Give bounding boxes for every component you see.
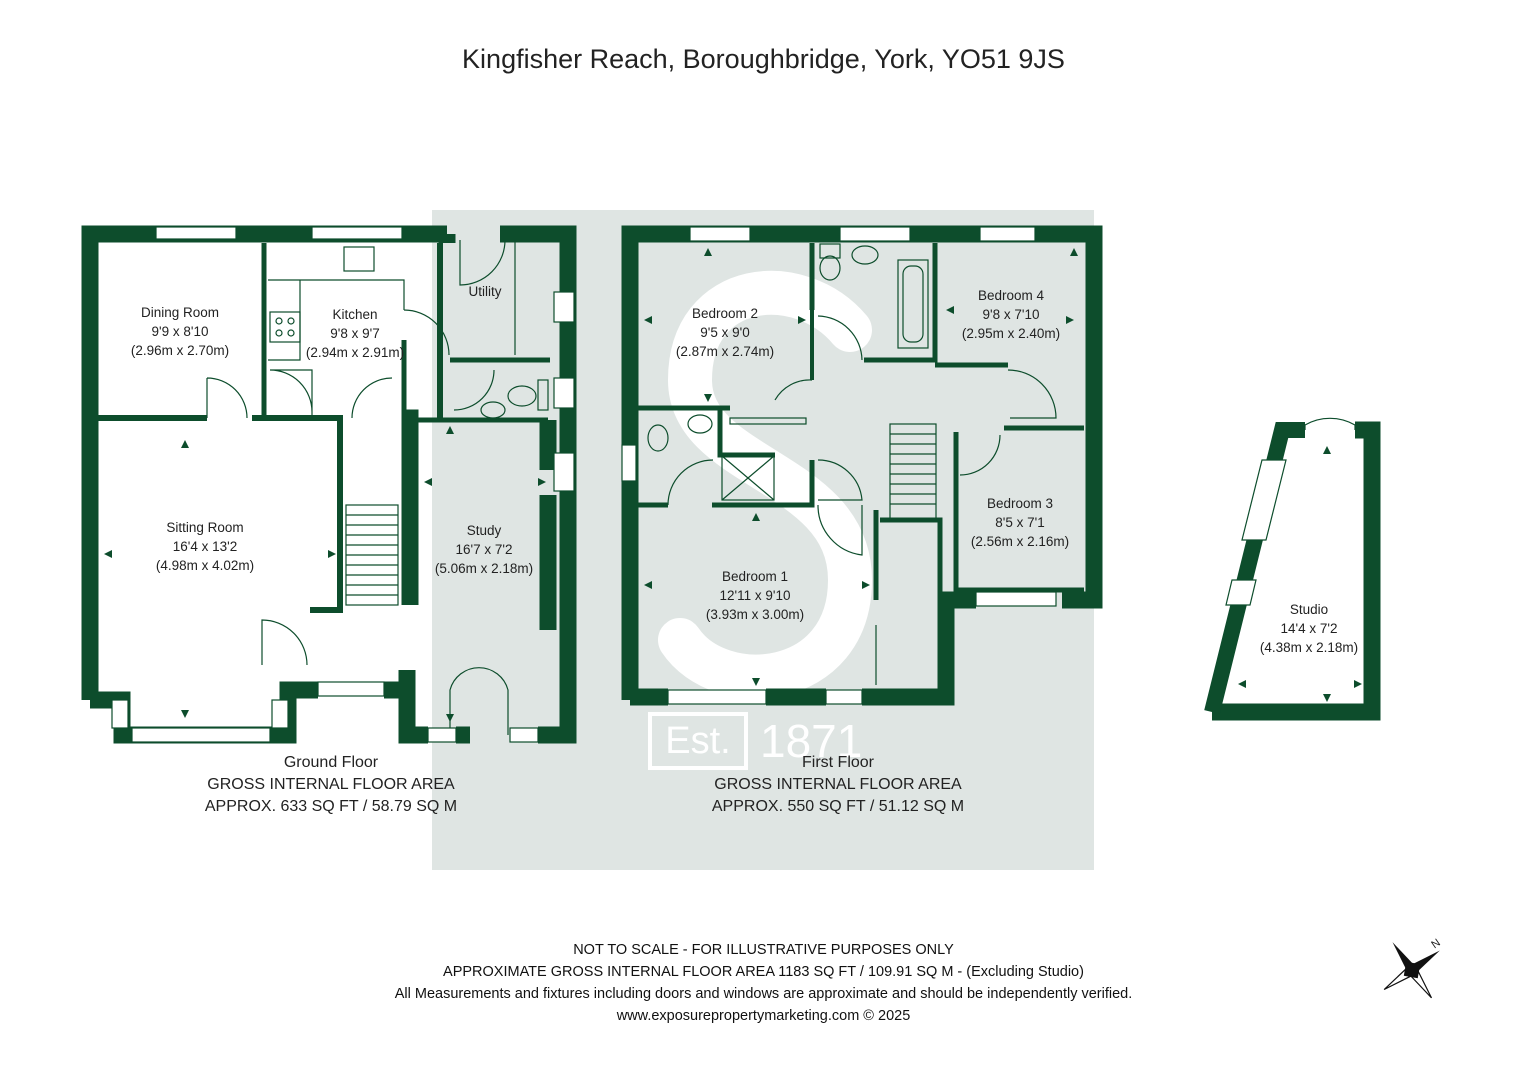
watermark-est: Est. (648, 712, 748, 770)
room-label-sitting: Sitting Room 16'4 x 13'2 (4.98m x 4.02m) (155, 520, 255, 573)
room-label-kitchen: Kitchen 9'8 x 9'7 (2.94m x 2.91m) (305, 307, 405, 360)
first-floor-caption: First Floor GROSS INTERNAL FLOOR AREA AP… (711, 754, 965, 815)
footer-not-to-scale: NOT TO SCALE - FOR ILLUSTRATIVE PURPOSES… (573, 942, 954, 958)
room-label-utility: Utility (468, 284, 502, 299)
dimension-markers (104, 248, 1362, 722)
first-floor-plan (621, 225, 1103, 706)
room-label-bedroom3: Bedroom 3 8'5 x 7'1 (2.56m x 2.16m) (970, 496, 1070, 549)
footer-total-area: APPROXIMATE GROSS INTERNAL FLOOR AREA 11… (443, 964, 1084, 980)
room-label-dining: Dining Room 9'9 x 8'10 (2.96m x 2.70m) (130, 305, 230, 358)
watermark-s-logo (658, 270, 873, 699)
room-label-study: Study 16'7 x 7'2 (5.06m x 2.18m) (434, 523, 534, 576)
footer-website[interactable]: www.exposurepropertymarketing.com © 2025 (616, 1008, 911, 1024)
room-label-bedroom4: Bedroom 4 9'8 x 7'10 (2.95m x 2.40m) (961, 288, 1061, 341)
room-label-bedroom2: Bedroom 2 9'5 x 9'0 (2.87m x 2.74m) (675, 306, 775, 359)
ground-floor-plan (81, 225, 577, 744)
room-label-studio: Studio 14'4 x 7'2 (4.38m x 2.18m) (1259, 602, 1359, 655)
compass-rose-icon (1383, 942, 1440, 999)
footer-disclaimer: All Measurements and fixtures including … (394, 986, 1133, 1002)
page-title: Kingfisher Reach, Boroughbridge, York, Y… (462, 44, 1065, 74)
watermark-year: 1871 (760, 715, 863, 767)
room-label-bedroom1: Bedroom 1 12'11 x 9'10 (3.93m x 3.00m) (705, 569, 805, 622)
ground-floor-caption: Ground Floor GROSS INTERNAL FLOOR AREA A… (204, 754, 458, 815)
studio-plan (1204, 417, 1381, 721)
